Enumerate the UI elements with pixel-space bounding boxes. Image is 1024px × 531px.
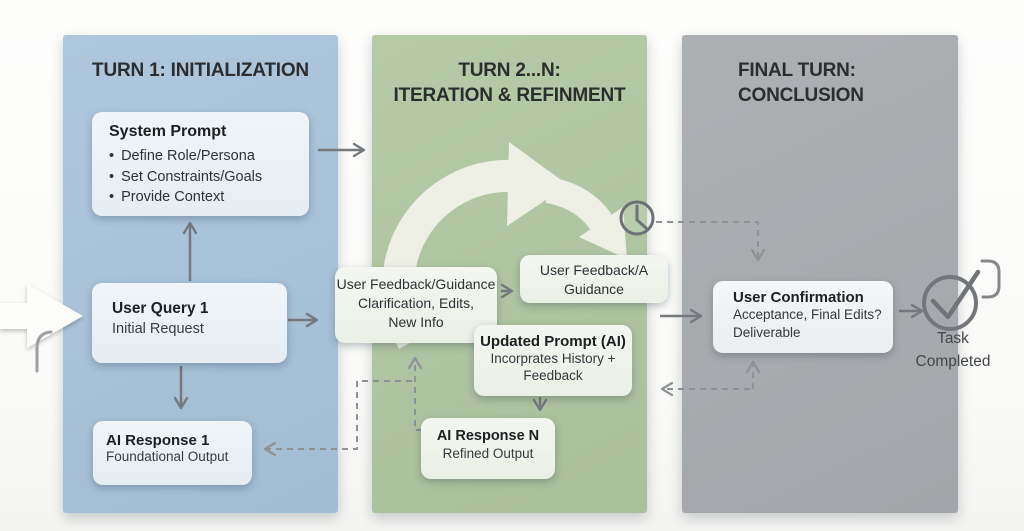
panel-turn2n-title-line2: ITERATION & REFINMENT <box>393 85 626 106</box>
ai-response-1-title: AI Response 1 <box>106 432 210 449</box>
feedback-left-line3: New Info <box>388 314 444 330</box>
panel-final-title-line1: FINAL TURN: <box>738 60 856 81</box>
ai-response-n-card: AI Response N Refined Output <box>421 418 555 479</box>
feedback-left-line2: Clarification, Edits, <box>358 295 474 311</box>
user-confirmation-title: User Confirmation <box>733 289 864 306</box>
feedback-right-line1: User Feedback/A <box>539 262 649 278</box>
ai-response-n-subtitle: Refined Output <box>442 446 534 461</box>
updated-prompt-line3: Feedback <box>523 368 583 383</box>
updated-prompt-title: Updated Prompt (AI) <box>480 333 626 350</box>
bracket-icon <box>980 259 1001 299</box>
user-confirmation-line2: Acceptance, Final Edits? <box>733 307 882 322</box>
bullet-provide-context: Provide Context <box>109 187 299 208</box>
task-completed-line2: Completed <box>915 353 991 370</box>
task-completed-label: Task Completed <box>893 327 1013 373</box>
ai-response-n-title: AI Response N <box>436 428 540 444</box>
bullet-set-constraints: Set Constraints/Goals <box>109 167 299 188</box>
hook-line-icon <box>35 330 53 373</box>
user-feedback-ai-card: User Feedback/A Guidance <box>520 255 668 303</box>
user-query-title: User Query 1 <box>112 300 209 317</box>
system-prompt-bullets: Define Role/Persona Set Constraints/Goal… <box>109 146 299 208</box>
feedback-left-line1: User Feedback/Guidance <box>336 276 496 292</box>
user-confirmation-line3: Deliverable <box>733 324 801 340</box>
bullet-define-role: Define Role/Persona <box>109 146 299 167</box>
user-query-subtitle: Initial Request <box>112 321 204 337</box>
panel-final-title-line2: CONCLUSION <box>738 85 864 106</box>
updated-prompt-card: Updated Prompt (AI) Incorprates History … <box>474 325 632 396</box>
ai-response-1-subtitle: Foundational Output <box>106 449 229 464</box>
user-feedback-guidance-card: User Feedback/Guidance Clarification, Ed… <box>335 267 497 343</box>
feedback-right-line2: Guidance <box>564 280 624 297</box>
user-query-card: User Query 1 Initial Request <box>92 283 287 363</box>
task-completed-line1: Task <box>937 330 969 347</box>
panel-final-turn <box>682 35 958 513</box>
panel-turn1-title: TURN 1: INITIALIZATION <box>92 60 309 81</box>
user-confirmation-card: User Confirmation Acceptance, Final Edit… <box>713 281 893 353</box>
updated-prompt-line2: Incorprates History + <box>490 351 616 366</box>
system-prompt-card: System Prompt Define Role/Persona Set Co… <box>92 112 309 216</box>
panel-turn2n-title-line1: TURN 2...N: <box>458 60 561 81</box>
system-prompt-title: System Prompt <box>109 123 227 140</box>
ai-response-1-card: AI Response 1 Foundational Output <box>93 421 252 485</box>
